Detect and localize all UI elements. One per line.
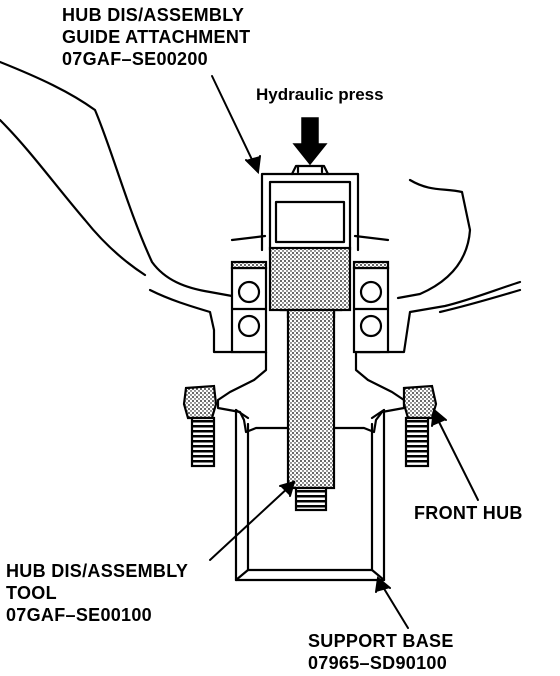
leader-front-hub — [437, 419, 479, 501]
guide-attachment-line2: GUIDE ATTACHMENT — [62, 27, 251, 47]
knuckle-inner-left — [0, 118, 147, 277]
press-arrow — [292, 117, 328, 166]
leader-tool — [209, 485, 291, 561]
wheel-stud-left — [182, 384, 218, 468]
guide-attachment-cap — [260, 172, 360, 252]
knuckle-outline-right — [396, 178, 472, 300]
hub-tool-shaft — [268, 246, 352, 512]
label-hydraulic-press: Hydraulic press — [256, 85, 384, 104]
label-front-hub: FRONT HUB — [414, 503, 523, 523]
bearing-right — [352, 260, 390, 354]
hub-flange — [216, 316, 292, 434]
knuckle-lower-right — [358, 280, 522, 354]
bearing-left — [230, 260, 268, 354]
knuckle-lower-left — [148, 288, 242, 354]
tool-line1: HUB DIS/ASSEMBLY — [6, 561, 189, 581]
support-base-part-no: 07965–SD90100 — [308, 653, 448, 673]
guide-attachment-part-no: 07GAF–SE00200 — [62, 49, 208, 69]
label-support-base: SUPPORT BASE 07965–SD90100 — [308, 630, 454, 674]
wheel-stud-right — [402, 384, 438, 468]
knuckle-outline-left — [0, 60, 234, 298]
label-hub-tool: HUB DIS/ASSEMBLY TOOL 07GAF–SE00100 — [6, 560, 188, 626]
guide-attachment-line1: HUB DIS/ASSEMBLY — [62, 5, 245, 25]
tool-part-no: 07GAF–SE00100 — [6, 605, 152, 625]
leader-support-base — [379, 581, 409, 629]
support-base — [234, 408, 386, 582]
tool-line2: TOOL — [6, 583, 57, 603]
support-base-line1: SUPPORT BASE — [308, 631, 454, 651]
leader-guide-attachment — [211, 75, 257, 169]
label-guide-attachment: HUB DIS/ASSEMBLY GUIDE ATTACHMENT 07GAF–… — [62, 4, 250, 70]
